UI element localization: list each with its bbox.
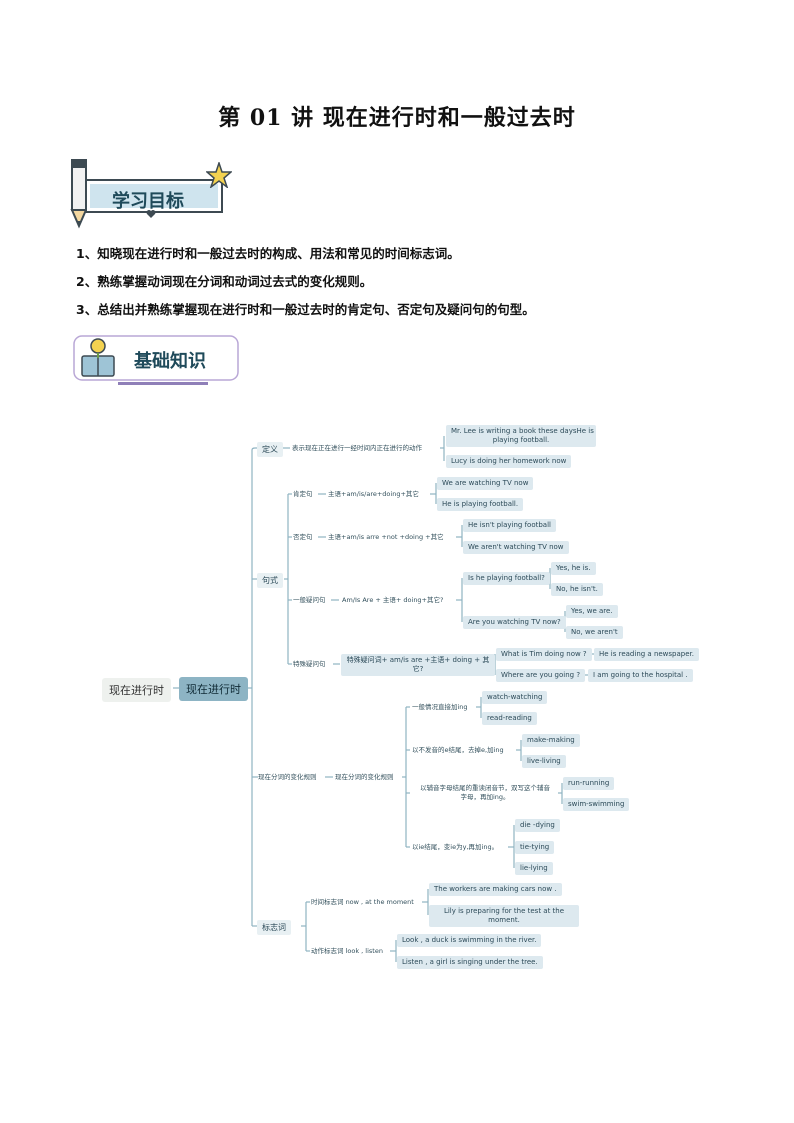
markers-node: 标志词: [257, 920, 291, 935]
general-question-node: 一般疑问句: [293, 596, 326, 605]
example-leaf: read-reading: [482, 712, 537, 725]
question-leaf: What is Tim doing now ?: [496, 648, 592, 661]
example-leaf: watch-watching: [482, 691, 547, 704]
affirmative-node: 肯定句: [293, 490, 313, 499]
example-leaf: make-making: [522, 734, 580, 747]
sentence-node: 句式: [257, 573, 283, 588]
question-leaf: Is he playing football?: [463, 572, 550, 585]
general-question-pattern: Am/Is Are + 主语+ doing+其它?: [342, 596, 443, 605]
example-leaf: die -dying: [515, 819, 560, 832]
example-leaf: He isn't playing football: [463, 519, 556, 532]
example-leaf: Mr. Lee is writing a book these daysHe i…: [446, 425, 596, 447]
negative-node: 否定句: [293, 533, 313, 542]
outer-root-node: 现在进行时: [102, 678, 171, 702]
participle-node: 现在分词的变化规则: [258, 773, 317, 782]
answer-leaf: I am going to the hospital .: [588, 669, 693, 682]
example-leaf: Lily is preparing for the test at the mo…: [429, 905, 579, 927]
time-marker-node: 时间标志词 now , at the moment: [311, 898, 414, 907]
example-leaf: swim-swimming: [563, 798, 629, 811]
example-leaf: We aren't watching TV now: [463, 541, 569, 554]
question-leaf: Are you watching TV now?: [463, 616, 566, 629]
rule-node: 以辅音字母结尾的重读闭音节，双写这个辅音 字母，再加ing。: [412, 784, 558, 802]
definition-text: 表示现在正在进行一经时间内正在进行的动作: [292, 444, 422, 453]
rule-node: 以不发音的e结尾，去掉e,加ing: [412, 746, 504, 755]
example-leaf: live-living: [522, 755, 566, 768]
example-leaf: He is playing football.: [437, 498, 523, 511]
definition-node: 定义: [257, 442, 283, 457]
answer-leaf: No, we aren't: [566, 626, 623, 639]
example-leaf: tie-tying: [515, 841, 554, 854]
special-question-pattern: 特殊疑问词+ am/is are +主语+ doing + 其 它?: [341, 654, 495, 676]
question-leaf: Where are you going ?: [496, 669, 585, 682]
example-leaf: Lucy is doing her homework now: [446, 455, 571, 468]
participle-subnode: 现在分词的变化规则: [335, 773, 394, 782]
example-leaf: Look , a duck is swimming in the river.: [397, 934, 541, 947]
example-leaf: lie-lying: [515, 862, 553, 875]
action-marker-node: 动作标志词 look , listen: [311, 947, 383, 956]
example-leaf: We are watching TV now: [437, 477, 533, 490]
answer-leaf: No, he isn't.: [551, 583, 603, 596]
negative-pattern: 主语+am/is arre +not +doing +其它: [328, 533, 444, 542]
example-leaf: run-running: [563, 777, 614, 790]
rule-node: 以ie结尾，变ie为y,再加ing。: [412, 843, 498, 852]
answer-leaf: Yes, we are.: [566, 605, 618, 618]
root-node: 现在进行时: [179, 677, 248, 701]
special-question-node: 特殊疑问句: [293, 660, 326, 669]
rule-node: 一般情况直接加ing: [412, 703, 468, 712]
answer-leaf: He is reading a newspaper.: [594, 648, 699, 661]
answer-leaf: Yes, he is.: [551, 562, 596, 575]
example-leaf: The workers are making cars now .: [429, 883, 562, 896]
example-leaf: Listen , a girl is singing under the tre…: [397, 956, 543, 969]
affirmative-pattern: 主语+am/is/are+doing+其它: [328, 490, 419, 499]
